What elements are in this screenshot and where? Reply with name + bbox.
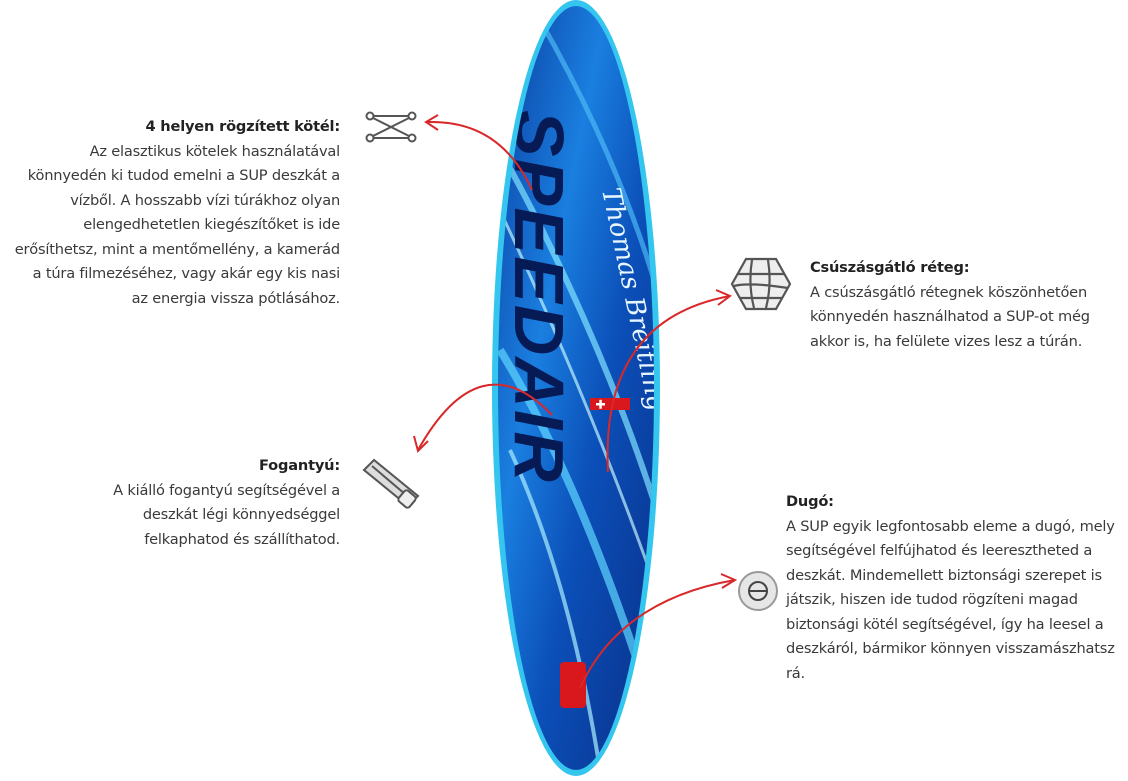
callout-arrows: [413, 114, 738, 689]
board-deck: [498, 6, 654, 770]
feature-description: A kiálló fogantyú segítségével a deszkát…: [113, 481, 340, 548]
feature-title: Dugó:: [786, 493, 834, 510]
feature-valve: Dugó: A SUP egyik legfontosabb eleme a d…: [786, 490, 1126, 686]
feature-title: 4 helyen rögzített kötél:: [145, 118, 340, 135]
feature-title: Fogantyú:: [258, 457, 340, 474]
feature-description: A csúszásgátló rétegnek köszönhetően kön…: [810, 283, 1090, 350]
board-light-streaks: [498, 18, 654, 770]
arrow-handle: [417, 383, 553, 451]
traction-pad-icon: [730, 257, 792, 311]
arrow-valve: [579, 579, 736, 689]
arrow-rope: [427, 120, 533, 191]
feature-handle: Fogantyú: A kiálló fogantyú segítségével…: [5, 454, 340, 552]
feature-traction-pad: Csúszásgátló réteg: A csúszásgátló réteg…: [810, 256, 1122, 354]
feature-rope: 4 helyen rögzített kötél: Az elasztikus …: [5, 115, 341, 311]
bungee-rope-icon: [365, 111, 417, 143]
feature-description: A SUP egyik legfontosabb eleme a dugó, m…: [786, 517, 1115, 682]
feature-title: Csúszásgátló réteg:: [810, 259, 970, 276]
arrow-pad: [606, 295, 731, 473]
board-logo: SPEEDAIR: [500, 110, 578, 484]
swiss-flag: [590, 398, 630, 410]
feature-description: Az elasztikus kötelek használatával könn…: [14, 142, 341, 307]
valve-icon: [738, 571, 778, 611]
valve-patch: [560, 662, 586, 708]
carry-handle-icon: [362, 458, 420, 509]
